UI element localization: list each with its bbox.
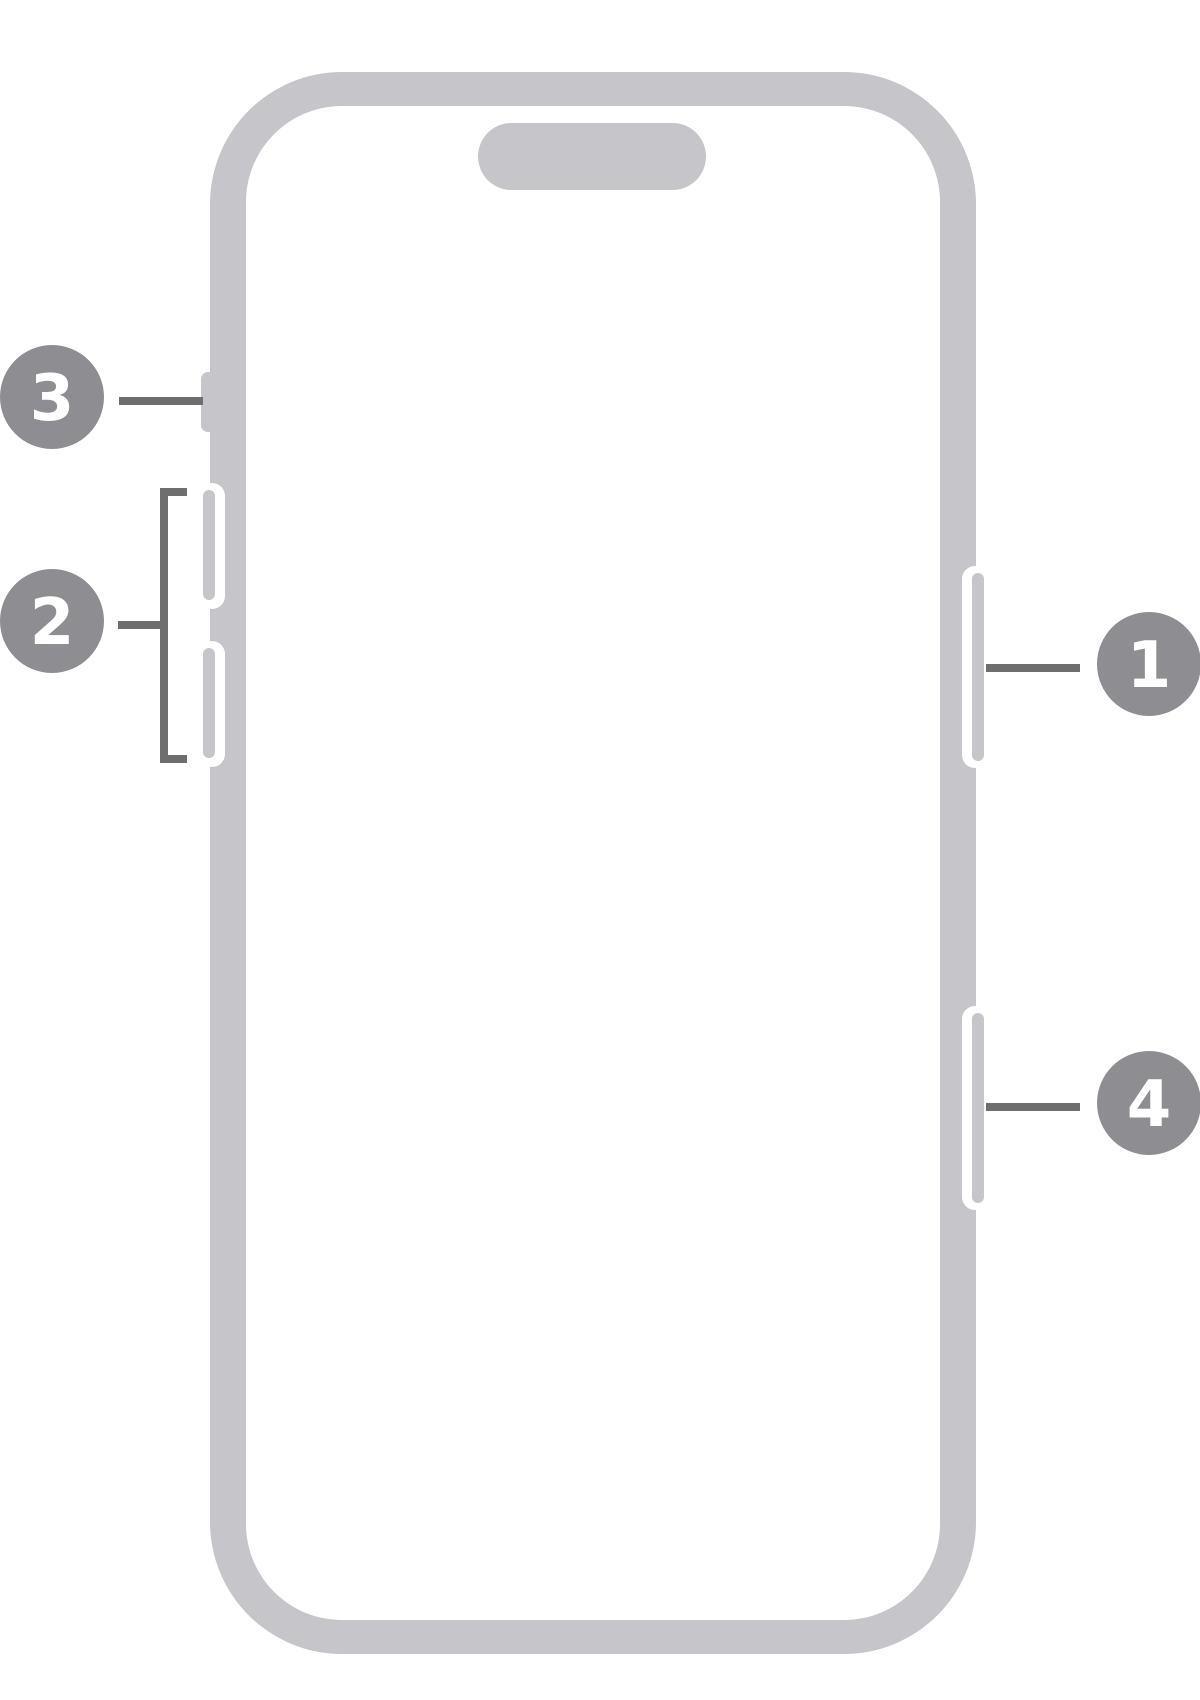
dynamic-island <box>478 123 706 190</box>
callout-number-1: 1 <box>1127 629 1172 703</box>
callout-number-2: 2 <box>30 586 75 660</box>
callout-badge-1: 1 <box>1097 612 1200 716</box>
volume-down-button <box>199 641 225 767</box>
callout-number-3: 3 <box>30 362 75 436</box>
action-button <box>201 372 215 432</box>
volume-up-button <box>199 483 225 609</box>
side-button <box>962 566 988 768</box>
camera-control <box>962 1006 988 1210</box>
callout-badge-2: 2 <box>0 569 104 673</box>
callout-badge-4: 4 <box>1097 1051 1200 1155</box>
bracket-leader-2 <box>160 488 187 763</box>
phone-screen <box>246 106 940 1620</box>
callout-number-4: 4 <box>1127 1068 1172 1142</box>
callout-badge-3: 3 <box>0 345 104 449</box>
